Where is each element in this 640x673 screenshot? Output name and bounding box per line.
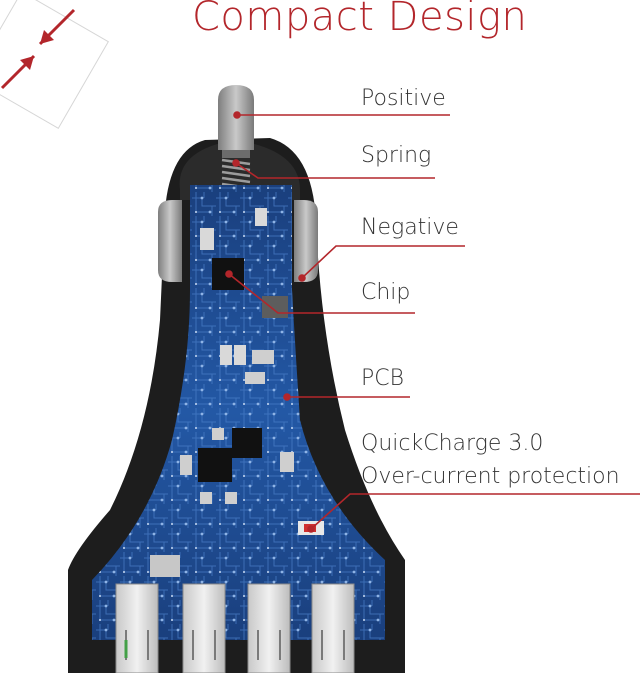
label-chip: Chip xyxy=(361,280,410,305)
label-spring: Spring xyxy=(361,143,431,168)
pcb-board xyxy=(92,185,385,640)
label-pcb: PCB xyxy=(361,366,404,391)
label-positive: Positive xyxy=(361,86,446,111)
label-quickcharge: QuickCharge 3.0 xyxy=(361,431,543,456)
label-negative: Negative xyxy=(361,215,459,240)
positive-tip xyxy=(218,85,254,158)
label-overcurrent: Over-current protection xyxy=(361,464,620,489)
compact-size-icon xyxy=(0,0,108,128)
